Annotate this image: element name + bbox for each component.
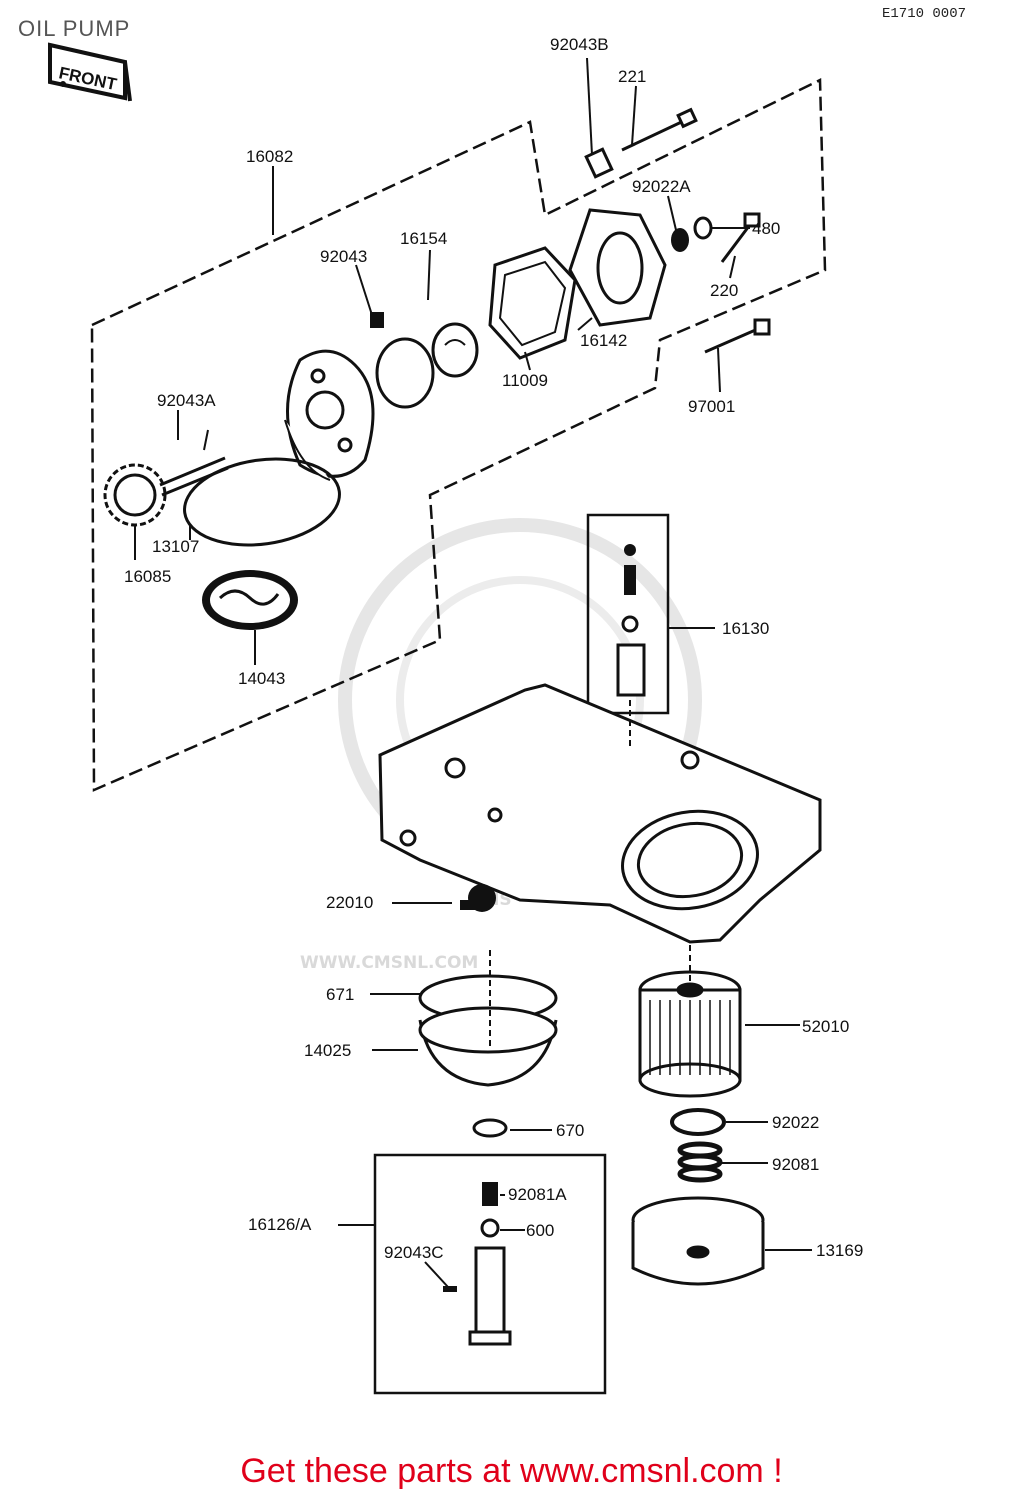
- o-ring: [183, 457, 341, 547]
- part-label: 92022A: [632, 177, 691, 196]
- watermark-url: WWW.CMSNL.COM: [300, 953, 478, 973]
- filter-housing-14025: [418, 974, 558, 1087]
- bolt-97001: [704, 318, 771, 354]
- part-label: 220: [710, 281, 738, 300]
- part-label: 16082: [246, 147, 293, 166]
- part-label: 92043C: [384, 1243, 444, 1262]
- part-label: 52010: [802, 1017, 849, 1036]
- part-label: 13169: [816, 1241, 863, 1260]
- oil-pump-body: [284, 349, 375, 481]
- circlip-670: [472, 1118, 508, 1138]
- part-label: 600: [526, 1221, 554, 1240]
- part-label: 13107: [152, 537, 199, 556]
- relief-valve-16130: [586, 513, 670, 715]
- part-label: 16126/A: [248, 1215, 312, 1234]
- part-label: 14025: [304, 1041, 351, 1060]
- assembly-frame-16082: [90, 78, 827, 792]
- part-label: 92043A: [157, 391, 216, 410]
- dowel-92043B: [584, 147, 614, 179]
- strainer-14043: [202, 570, 298, 630]
- part-label: 16154: [400, 229, 447, 248]
- diagram-title: OIL PUMP: [18, 16, 131, 41]
- part-label: 92022: [772, 1113, 819, 1132]
- part-label: 670: [556, 1121, 584, 1140]
- part-label: 92081A: [508, 1185, 567, 1204]
- filter-cover-13169: [631, 1196, 765, 1286]
- part-label: 16142: [580, 331, 627, 350]
- gasket-11009: [488, 246, 577, 360]
- part-label: 480: [752, 219, 780, 238]
- part-label: 671: [326, 985, 354, 1004]
- part-label: 221: [618, 67, 646, 86]
- oil-pan-case: [378, 683, 822, 944]
- part-label: 22010: [326, 893, 373, 912]
- oil-switch-22010: [460, 884, 496, 912]
- part-label: 11009: [502, 371, 548, 390]
- leader-lines: [134, 57, 812, 1288]
- part-label: 92043: [320, 247, 367, 266]
- diagram-code: E1710 0007: [882, 6, 967, 22]
- part-label: 16130: [722, 619, 769, 638]
- part-label: 14043: [238, 669, 285, 688]
- pump-cover-16142: [568, 208, 667, 327]
- oil-filter-52010: [638, 970, 742, 1098]
- washer-92022: [670, 1108, 726, 1136]
- front-direction-tag: FRONT: [48, 42, 132, 102]
- part-label: 92081: [772, 1155, 819, 1174]
- bypass-valve-16126A: [373, 1153, 607, 1395]
- dowel-92043: [370, 312, 384, 328]
- part-label: 92043B: [550, 35, 609, 54]
- part-label: 16085: [124, 567, 171, 586]
- spring-92081: [677, 1141, 723, 1183]
- washer-92022A: [671, 216, 713, 252]
- cta-link[interactable]: Get these parts at www.cmsnl.com !: [240, 1452, 783, 1490]
- sprocket-16085: [103, 463, 167, 527]
- part-labels: 92043B 221 16082 92022A 480 16154 92043 …: [124, 35, 863, 1262]
- bolt-221: [621, 107, 698, 152]
- rotor-set-16154: [375, 322, 479, 409]
- part-label: 97001: [688, 397, 735, 416]
